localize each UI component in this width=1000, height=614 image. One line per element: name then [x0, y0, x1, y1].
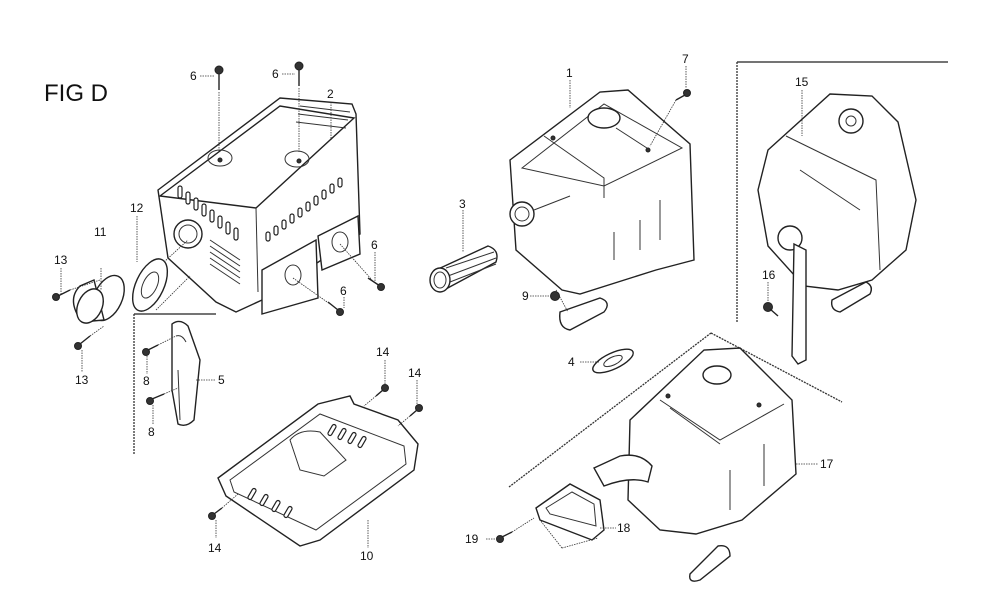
bolt-6-top-right[interactable]: [294, 61, 304, 152]
section-frame-left-bottom: [133, 313, 216, 454]
bolt-6-side-right[interactable]: [339, 243, 385, 291]
callout-9[interactable]: 9: [522, 289, 529, 303]
figure-title: FIG D: [44, 80, 108, 107]
spark-arrester-screen-3[interactable]: [429, 245, 498, 293]
muffler-1[interactable]: [509, 89, 695, 331]
bolt-14-upper-left[interactable]: [363, 384, 389, 407]
screw-13-lower[interactable]: [74, 325, 105, 350]
callout-15[interactable]: 15: [795, 75, 809, 89]
exhaust-deflector-18[interactable]: [535, 483, 616, 549]
bolt-14-lower[interactable]: [208, 493, 239, 520]
screw-8-upper[interactable]: [142, 335, 177, 356]
callout-8[interactable]: 8: [148, 425, 155, 439]
callout-6[interactable]: 6: [272, 67, 279, 81]
callout-5[interactable]: 5: [218, 373, 225, 387]
bolt-7[interactable]: [649, 89, 691, 147]
callout-12[interactable]: 12: [130, 201, 144, 215]
screw-8-lower[interactable]: [146, 387, 179, 405]
callout-7[interactable]: 7: [682, 52, 689, 66]
gasket-12[interactable]: [125, 239, 191, 316]
callout-14[interactable]: 14: [408, 366, 422, 380]
bolt-16[interactable]: [763, 282, 779, 317]
muffler-17[interactable]: [593, 347, 818, 582]
callout-16[interactable]: 16: [762, 268, 776, 282]
callout-6[interactable]: 6: [371, 238, 378, 252]
callout-2[interactable]: 2: [327, 87, 334, 101]
callout-13[interactable]: 13: [75, 373, 89, 387]
callout-19[interactable]: 19: [465, 532, 479, 546]
screw-13-upper[interactable]: [52, 279, 101, 301]
muffler-protector[interactable]: [157, 97, 361, 315]
spark-arrester-cap-11[interactable]: [72, 270, 131, 327]
callout-6[interactable]: 6: [190, 69, 197, 83]
gasket-4[interactable]: [580, 344, 636, 377]
muffler-base-10[interactable]: [217, 395, 419, 548]
bolt-14-upper-right[interactable]: [397, 404, 423, 427]
callout-10[interactable]: 10: [360, 549, 374, 563]
callout-1[interactable]: 1: [566, 66, 573, 80]
deflector-5[interactable]: [171, 320, 215, 427]
bolt-6-top-left[interactable]: [214, 65, 224, 152]
callout-6[interactable]: 6: [340, 284, 347, 298]
bolt-6-side-lower[interactable]: [292, 277, 344, 316]
callout-leaders: [60, 66, 687, 538]
muffler-15[interactable]: [757, 90, 917, 365]
callout-3[interactable]: 3: [459, 197, 466, 211]
callout-14[interactable]: 14: [376, 345, 390, 359]
callout-14[interactable]: 14: [208, 541, 222, 555]
callout-labels: 6 6 2 6 6 12 11 13 13 8 8 5 14 14 14 10 …: [54, 52, 834, 563]
section-frame-right-top: [736, 61, 948, 322]
screw-19[interactable]: [486, 517, 535, 543]
nut-9[interactable]: [530, 291, 560, 301]
callout-17[interactable]: 17: [820, 457, 834, 471]
section-frame-diagonal: [508, 332, 843, 488]
callout-11[interactable]: 11: [94, 225, 107, 239]
callout-4[interactable]: 4: [568, 355, 575, 369]
callout-13[interactable]: 13: [54, 253, 68, 267]
callout-8[interactable]: 8: [143, 374, 150, 388]
callout-18[interactable]: 18: [617, 521, 631, 535]
